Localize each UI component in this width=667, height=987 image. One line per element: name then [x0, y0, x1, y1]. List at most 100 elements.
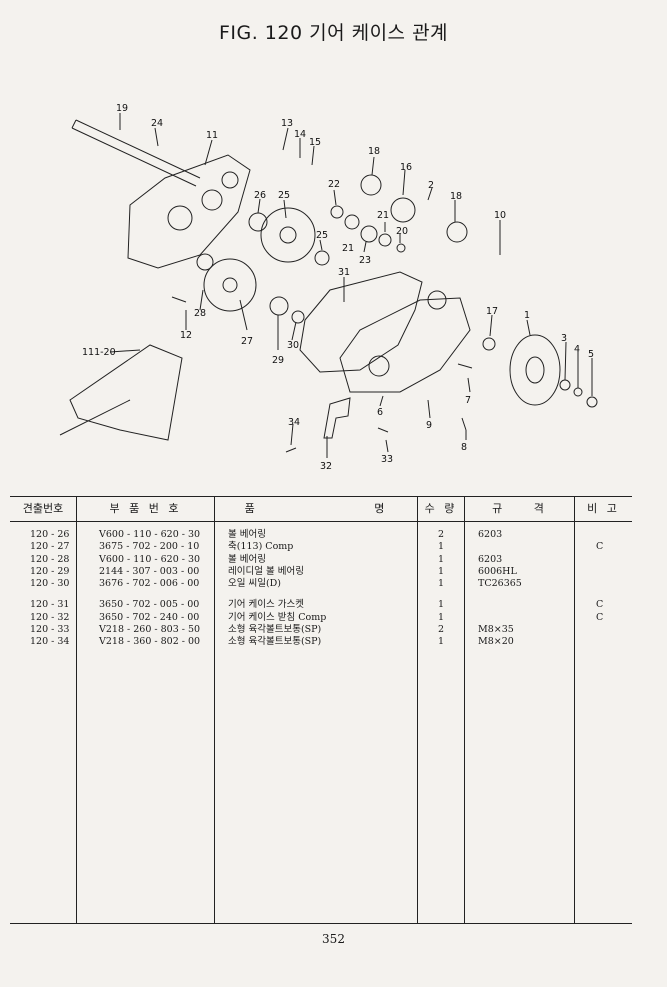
header-spec: 규 격: [492, 502, 547, 515]
cell-part-no: V218 - 260 - 803 - 50: [99, 624, 201, 636]
cell-name: 소형 육각볼트보통(SP): [228, 636, 322, 648]
cell-seq: 120 - 34: [30, 636, 70, 648]
callout-label: 13: [281, 118, 293, 129]
cell-part-no: V600 - 110 - 620 - 30: [99, 553, 201, 565]
table-row: 120 - 27 3675 - 702 - 200 - 10 축(113) Co…: [10, 541, 632, 553]
cell-remark: C: [596, 541, 604, 553]
cell-qty: 1: [437, 636, 445, 648]
callout-label: 24: [151, 118, 163, 129]
diagram-parts: [59, 113, 598, 458]
cell-name: 기어 케이스 받침 Comp: [228, 611, 327, 623]
cell-seq: 120 - 31: [30, 599, 70, 611]
callout-label: 12: [180, 330, 192, 341]
cell-name: 축(113) Comp: [228, 541, 294, 553]
cell-name: 오일 씨일(D): [228, 578, 282, 590]
callout-label: 3: [561, 333, 567, 344]
header-remark: 비 고: [587, 502, 620, 515]
cell-part-no: 3675 - 702 - 200 - 10: [99, 541, 200, 553]
table-header: 견출번호 부 품 번 호 품 명 수 량 규 격 비 고: [10, 497, 632, 522]
callout-label: 8: [461, 442, 467, 453]
bracket-part: [323, 397, 351, 439]
column-divider: [76, 497, 77, 923]
table-row: 120 - 26 V600 - 110 - 620 - 30 볼 베어링 2 6…: [10, 529, 632, 541]
cell-seq: 120 - 28: [30, 553, 70, 565]
callout-label: 16: [400, 162, 412, 173]
cell-qty: 1: [437, 578, 445, 590]
cell-remark: C: [596, 599, 604, 611]
parts-table: 견출번호 부 품 번 호 품 명 수 량 규 격 비 고 120 - 26 V6…: [10, 496, 632, 924]
cell-qty: 1: [437, 541, 445, 553]
cell-spec: TC26365: [478, 578, 522, 590]
table-row: 120 - 32 3650 - 702 - 240 - 00 기어 케이스 받침…: [10, 612, 632, 624]
cell-qty: 1: [437, 611, 445, 623]
callout-label: 22: [328, 179, 340, 190]
cell-spec: 6006HL: [478, 565, 517, 577]
cell-name: 기어 케이스 가스켓: [228, 599, 304, 611]
callout-label: 25: [316, 230, 328, 241]
callout-label: 20: [396, 226, 408, 237]
callout-label: 2: [428, 180, 434, 191]
cell-seq: 120 - 26: [30, 529, 70, 540]
cell-seq: 120 - 33: [30, 624, 70, 636]
callout-label: 11: [206, 130, 218, 141]
cell-name: 볼 베어링: [228, 529, 266, 540]
cell-qty: 2: [437, 624, 445, 636]
callout-label: 15: [309, 137, 321, 148]
callout-label: 34: [288, 417, 300, 428]
cell-name: 소형 육각볼트보통(SP): [228, 624, 322, 636]
callout-label: 7: [465, 395, 471, 406]
gear-part: [203, 258, 257, 312]
cell-part-no: 3676 - 702 - 006 - 00: [99, 578, 200, 590]
table-body: 120 - 26 V600 - 110 - 620 - 30 볼 베어링 2 6…: [10, 529, 632, 649]
table-row: 120 - 34 V218 - 360 - 802 - 00 소형 육각볼트보통…: [10, 636, 632, 648]
callout-label: 28: [194, 308, 206, 319]
column-divider: [214, 497, 215, 923]
table-row: 120 - 30 3676 - 702 - 006 - 00 오일 씨일(D) …: [10, 578, 632, 590]
callout-label: 9: [426, 420, 432, 431]
column-divider: [417, 497, 418, 923]
gear-case-part: [127, 154, 251, 269]
header-seq: 견출번호: [22, 502, 64, 515]
cell-seq: 120 - 30: [30, 578, 70, 590]
callout-label: 10: [494, 210, 506, 221]
header-qty: 수 량: [424, 502, 458, 515]
callout-label: 25: [278, 190, 290, 201]
cell-remark: C: [596, 611, 604, 623]
callout-label: 23: [359, 255, 371, 266]
callout-label: 18: [368, 146, 380, 157]
callout-label: 30: [287, 340, 299, 351]
callout-label: 33: [381, 454, 393, 465]
callout-label: 4: [574, 344, 580, 355]
callout-label: 6: [377, 407, 383, 418]
callout-label: 21: [342, 243, 354, 254]
table-row: 120 - 31 3650 - 702 - 005 - 00 기어 케이스 가스…: [10, 599, 632, 611]
cell-seq: 120 - 27: [30, 541, 70, 553]
callout-label: 27: [241, 336, 253, 347]
callout-label: 1: [524, 310, 530, 321]
cell-spec: 6203: [478, 529, 503, 540]
callout-label: 29: [272, 355, 284, 366]
cell-part-no: V218 - 360 - 802 - 00: [99, 636, 201, 648]
cell-part-no: 3650 - 702 - 240 - 00: [99, 611, 200, 623]
callout-label: 26: [254, 190, 266, 201]
cell-spec: M8×35: [478, 624, 514, 636]
cell-spec: M8×20: [478, 636, 514, 648]
cell-name: 레이디얼 볼 베어링: [228, 565, 304, 577]
cell-qty: 1: [437, 553, 445, 565]
cell-seq: 120 - 29: [30, 565, 70, 577]
callout-label: 18: [450, 191, 462, 202]
cell-name: 볼 베어링: [228, 553, 266, 565]
callout-label: 19: [116, 103, 128, 114]
callout-label: 17: [486, 306, 498, 317]
table-row: 120 - 28 V600 - 110 - 620 - 30 볼 베어링 1 6…: [10, 554, 632, 566]
callout-label: 32: [320, 461, 332, 472]
cell-qty: 1: [437, 565, 445, 577]
cell-part-no: 2144 - 307 - 003 - 00: [99, 565, 200, 577]
cell-spec: 6203: [478, 553, 503, 565]
gear-part: [260, 207, 316, 263]
cell-part-no: 3650 - 702 - 005 - 00: [99, 599, 200, 611]
callout-label: 21: [377, 210, 389, 221]
cover-part: [339, 297, 471, 393]
cell-seq: 120 - 32: [30, 611, 70, 623]
